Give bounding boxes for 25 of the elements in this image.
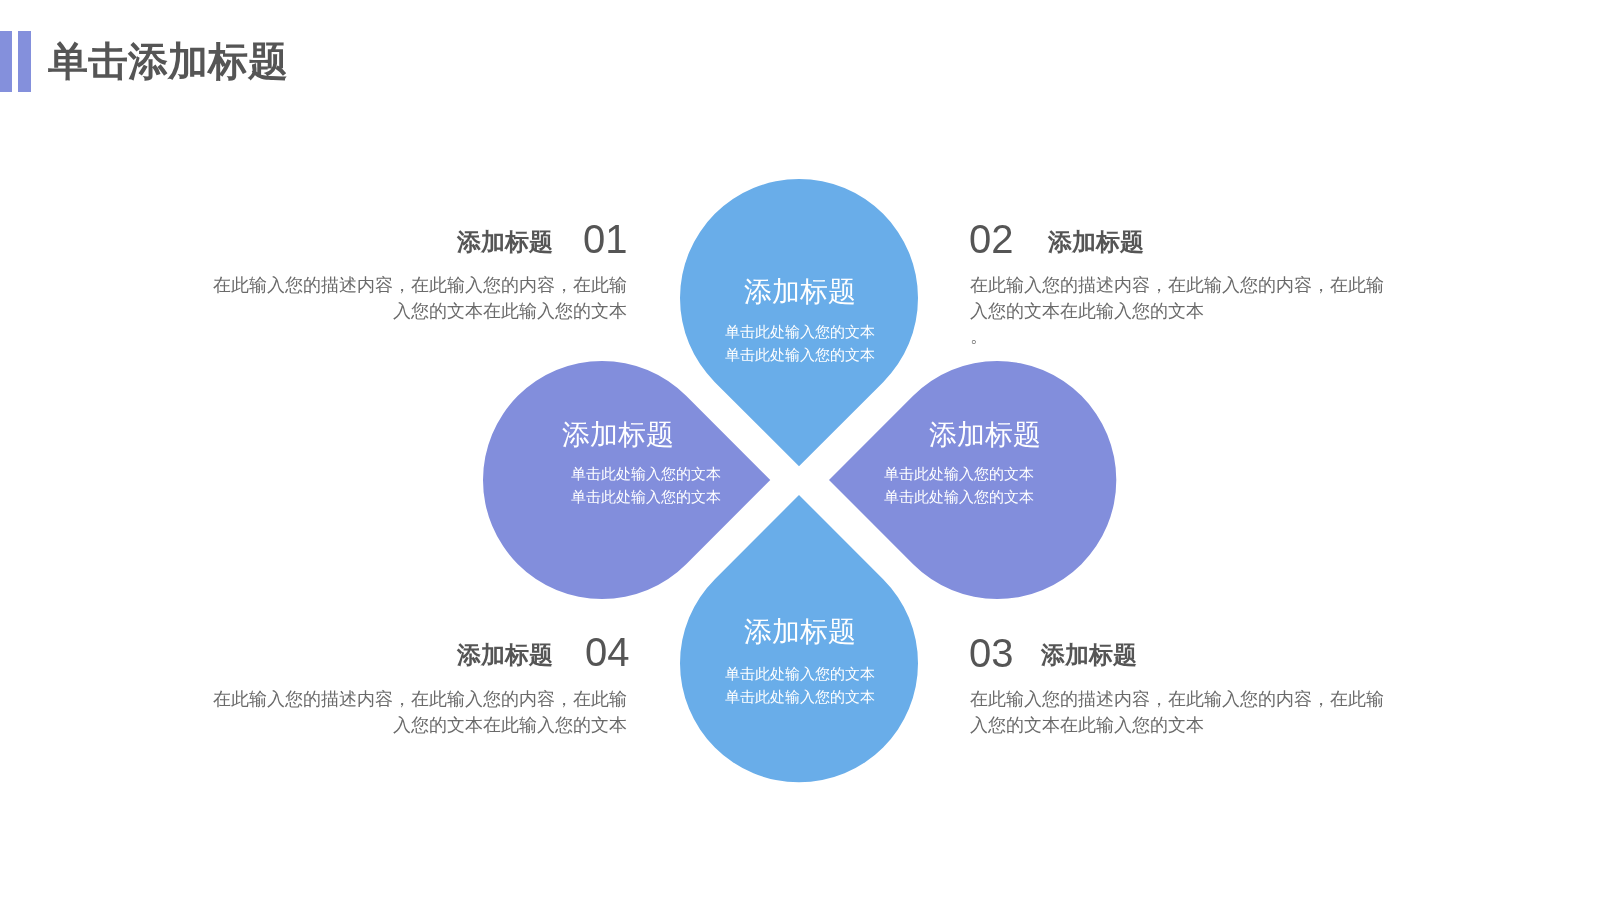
step-number: 01 [583,216,628,262]
teardrop-shape [828,361,1116,599]
petal-title: 添加标题 [561,418,675,452]
petal-text: 单击此处输入您的文本单击此处输入您的文本 [883,464,1035,507]
slide-title: 单击添加标题 [48,38,288,85]
section-heading: 添加标题 [457,227,553,257]
petal-text: 单击此处输入您的文本单击此处输入您的文本 [570,464,722,507]
step-number: 03 [969,630,1014,676]
petal-text: 单击此处输入您的文本单击此处输入您的文本 [724,322,876,365]
teardrop-shape [483,361,771,599]
step-number: 02 [969,216,1014,262]
petal-title: 添加标题 [928,418,1042,452]
punctuation-mark: 。 [970,325,988,349]
section-heading: 添加标题 [1041,640,1137,670]
petal-text: 单击此处输入您的文本单击此处输入您的文本 [724,664,876,707]
petal-title: 添加标题 [743,275,857,309]
section-heading: 添加标题 [457,640,553,670]
step-number: 04 [585,629,630,675]
description-text: 在此输入您的描述内容，在此输入您的内容，在此输入您的文本在此输入您的文本 [970,688,1385,737]
section-heading: 添加标题 [1048,227,1144,257]
description-text: 在此输入您的描述内容，在此输入您的内容，在此输入您的文本在此输入您的文本 [970,274,1385,323]
teardrop-shape [680,179,918,467]
description-text: 在此输入您的描述内容，在此输入您的内容，在此输入您的文本在此输入您的文本 [212,274,627,323]
description-text: 在此输入您的描述内容，在此输入您的内容，在此输入您的文本在此输入您的文本 [212,688,627,737]
petal-title: 添加标题 [743,615,857,649]
